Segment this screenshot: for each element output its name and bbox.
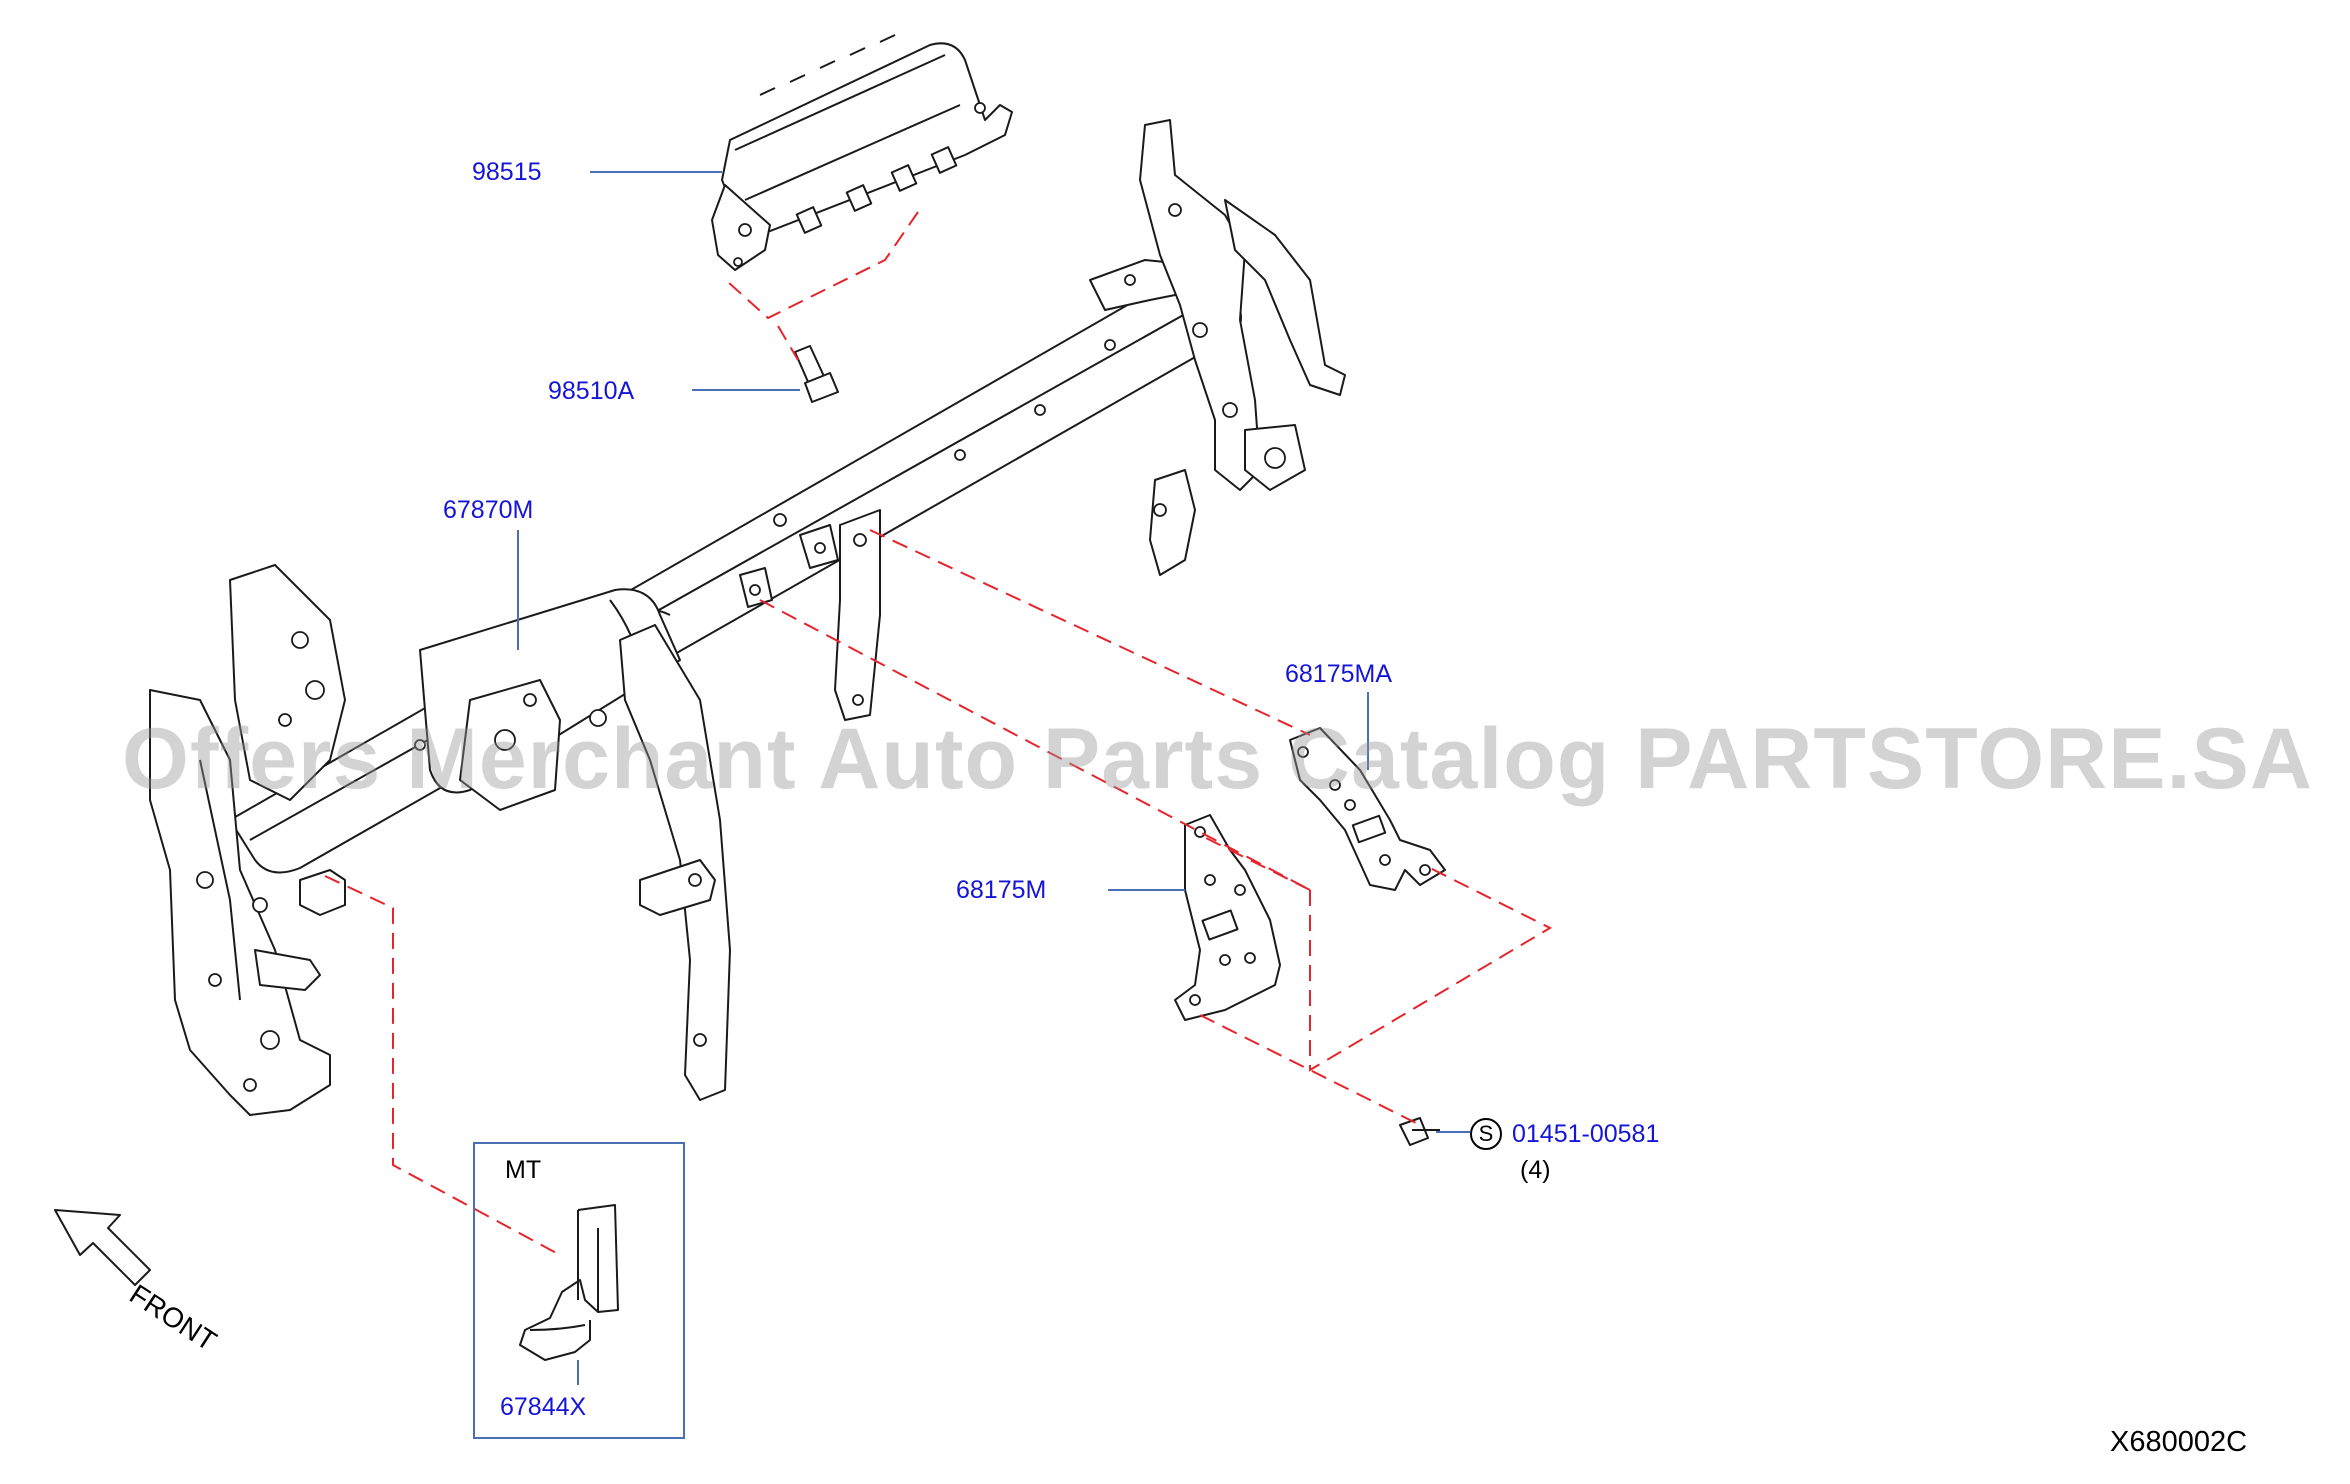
callout-68175m[interactable]: 68175M [956,876,1047,904]
front-arrow-icon [54,1209,151,1286]
bracket-68175ma-drawing [1289,727,1446,891]
steering-member-drawing [149,119,1346,1116]
assembly-guide-lines [324,211,1553,1256]
callout-98515[interactable]: 98515 [472,158,542,186]
diagram-code: X680002C [2110,1426,2248,1458]
quantity-label: (4) [1520,1156,1551,1184]
bracket-67844x-drawing [519,1204,619,1361]
mt-inset-title: MT [505,1156,542,1184]
callout-67844x[interactable]: 67844X [500,1393,587,1421]
mt-inset-box [473,1142,685,1439]
screw-drawing [1399,1117,1440,1146]
callout-67870m[interactable]: 67870M [443,496,534,524]
airbag-module-drawing [711,34,1013,271]
callout-68175ma[interactable]: 68175MA [1285,660,1393,688]
callout-98510a[interactable]: 98510A [548,377,635,405]
standard-part-s-icon: S [1470,1118,1502,1150]
callout-01451-00581[interactable]: 01451-00581 [1512,1120,1660,1148]
bolt-98510a-drawing [794,345,839,403]
bracket-68175m-drawing [1174,814,1281,1021]
callout-leader-lines [517,171,1470,1385]
